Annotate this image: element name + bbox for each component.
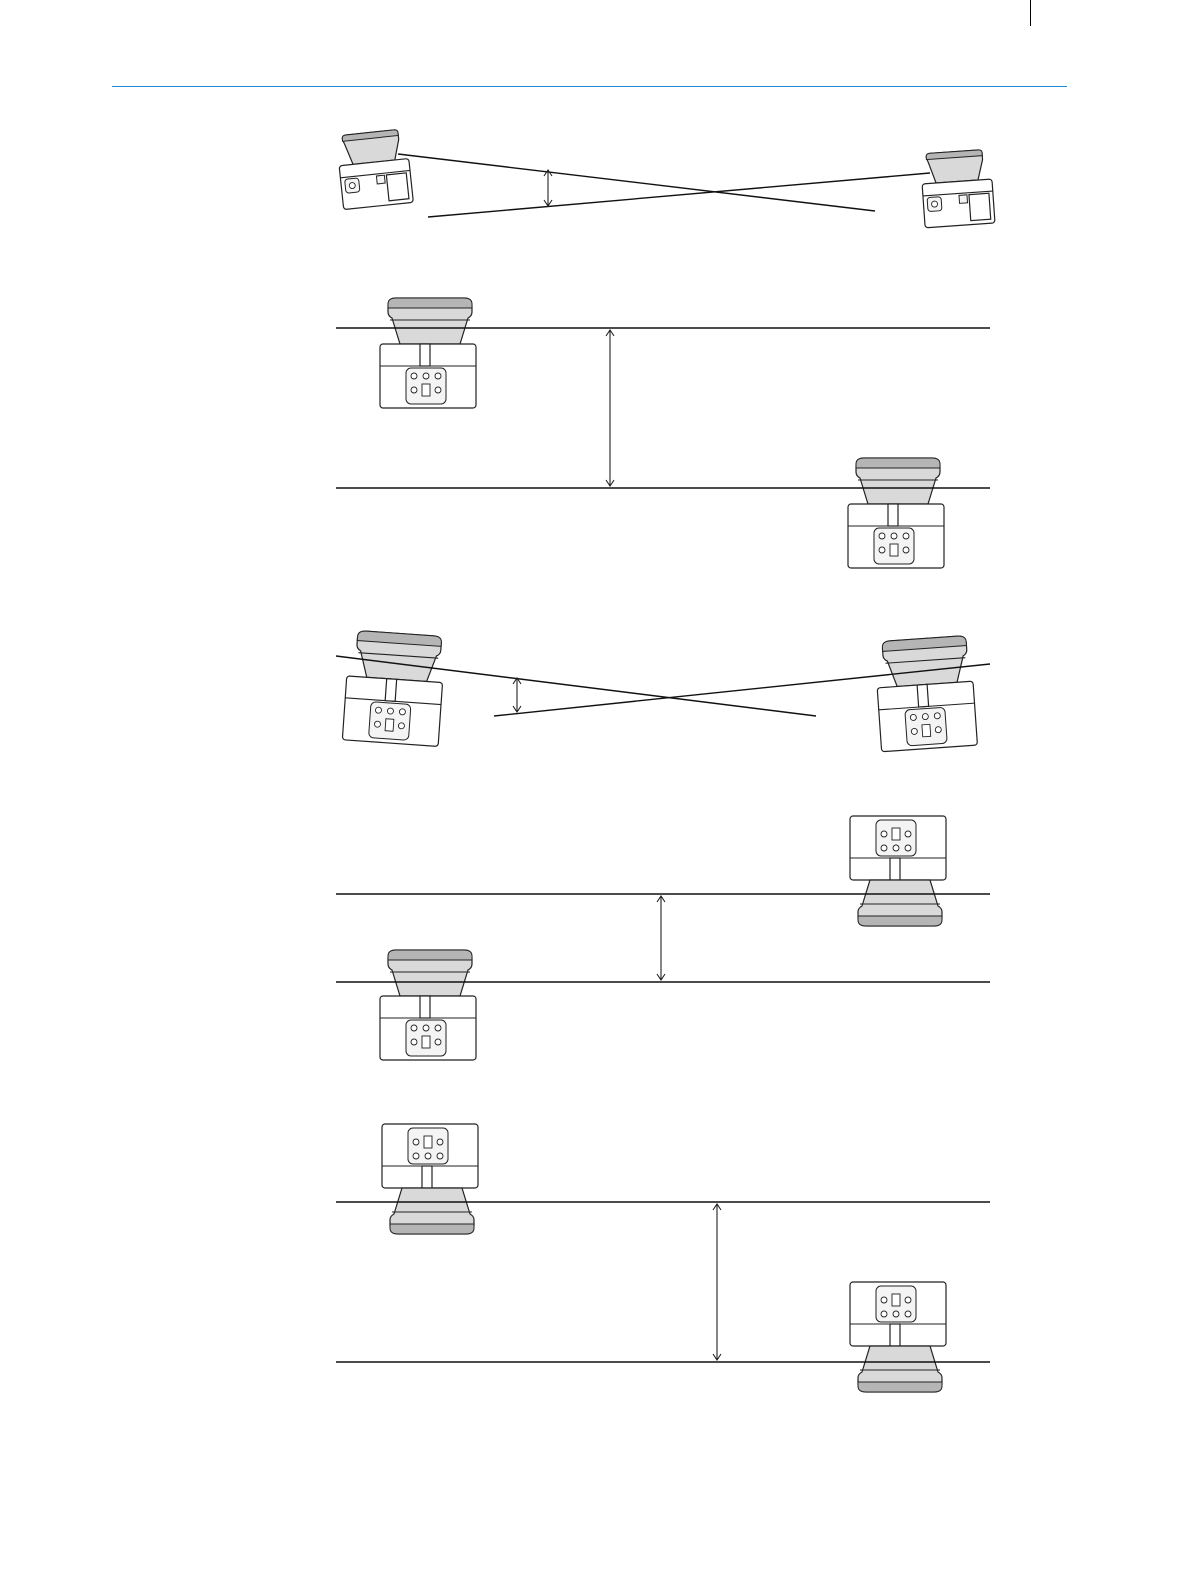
scanner-front-icon (874, 635, 977, 751)
page-edge-mark (1030, 0, 1031, 26)
header-rule (112, 86, 1067, 87)
scanner-inverted-icon (850, 816, 946, 926)
figure-side-crossed (320, 118, 1000, 248)
figure-3-diagram (320, 624, 1000, 764)
scanner-front-icon (848, 458, 944, 568)
figure-5-diagram (320, 1122, 1000, 1418)
scanner-inverted-icon (850, 1282, 946, 1392)
figure-front-parallel (320, 296, 1000, 576)
figure-inverted-right (320, 812, 1000, 1064)
figure-tilted-crossed (320, 624, 1000, 764)
figure-1-diagram (320, 118, 1000, 248)
scanner-inverted-icon (382, 1124, 478, 1234)
scanner-front-icon (380, 950, 476, 1060)
beam-line (398, 154, 875, 211)
figure-4-diagram (320, 812, 1000, 1064)
scanner-front-icon (342, 630, 445, 746)
scanner-side-icon (336, 129, 413, 210)
figure-2-diagram (320, 296, 1000, 576)
figure-inverted-both (320, 1122, 1000, 1418)
scanner-front-icon (380, 298, 476, 408)
scanner-side-icon (920, 149, 995, 228)
beam-line (428, 173, 930, 217)
